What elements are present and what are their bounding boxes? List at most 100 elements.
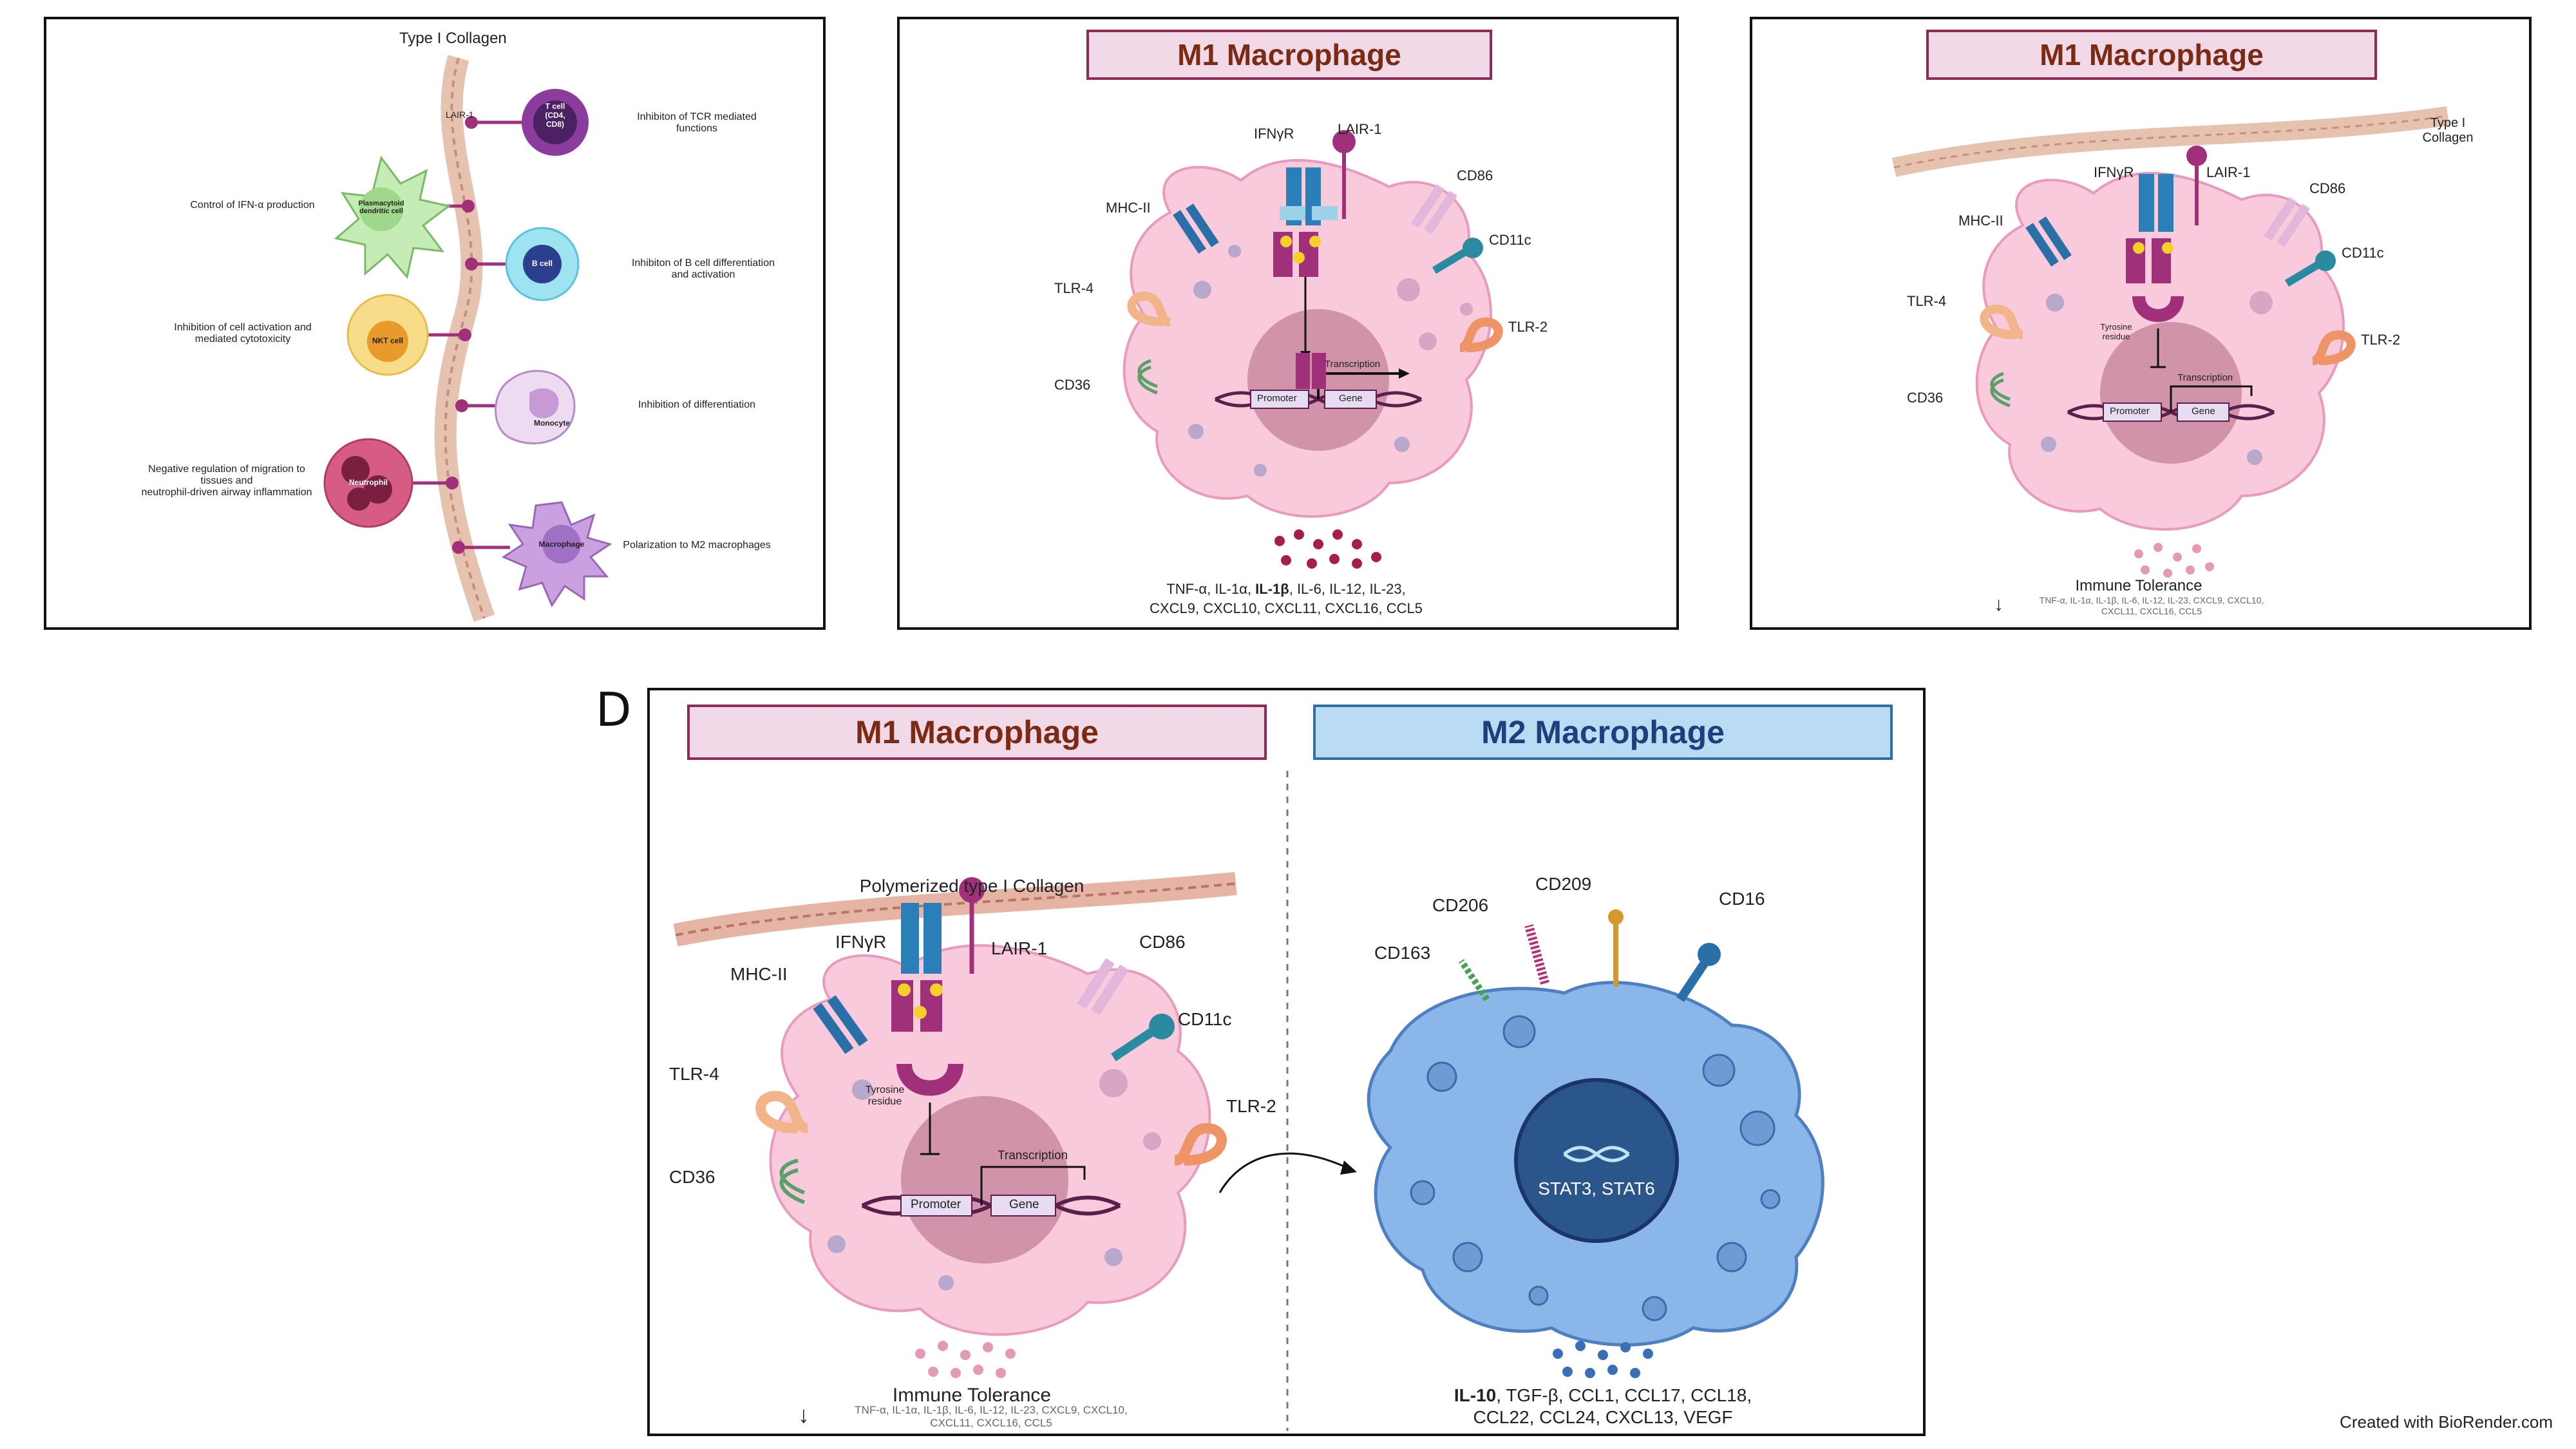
panel-a-title: Type I Collagen bbox=[399, 30, 507, 47]
cd11c-receptor bbox=[1432, 238, 1483, 274]
mhc2-receptor-d bbox=[813, 1003, 854, 1054]
tyrosine-label-c: Tyrosine residue bbox=[2100, 322, 2132, 341]
lair1-receptor bbox=[1332, 130, 1356, 153]
cd36-label-d: CD36 bbox=[669, 1167, 715, 1187]
reduced-cytokines-c: TNF-α, IL-1α, IL-1β, IL-6, IL-12, IL-23,… bbox=[1984, 595, 2319, 617]
m1-cytokines-b: TNF-α, IL-1α, IL-1β, IL-6, IL-12, IL-23,… bbox=[1061, 580, 1511, 618]
neutrophil-icon bbox=[323, 438, 459, 528]
cd206-label: CD206 bbox=[1432, 895, 1489, 915]
tlr4-receptor bbox=[1127, 291, 1171, 327]
cytokines-b-line2: CXCL9, CXCL10, CXCL11, CXCL16, CCL5 bbox=[1150, 600, 1423, 616]
lair1-label-c: LAIR-1 bbox=[2206, 164, 2251, 180]
m2-cytokines-bold: IL-10 bbox=[1454, 1385, 1497, 1405]
effect-pdc: Control of IFN-α production bbox=[190, 200, 315, 211]
promoter-label-c: Promoter bbox=[2110, 406, 2150, 417]
biorender-credit: Created with BioRender.com bbox=[2340, 1412, 2553, 1432]
reduced-c-line2: CXCL11, CXCL16, CCL5 bbox=[2101, 606, 2202, 616]
bcell-label: B cell bbox=[531, 259, 553, 268]
cytokines-b-line1: TNF-α, IL-1α, bbox=[1166, 581, 1256, 597]
collagen-label-c: Type I Collagen bbox=[2422, 116, 2474, 145]
cd36-label-c: CD36 bbox=[1907, 390, 1944, 406]
m1-cell-c bbox=[1891, 106, 2450, 578]
ifngr-label-b: IFNγR bbox=[1254, 126, 1294, 142]
promoter-label-b: Promoter bbox=[1257, 393, 1297, 404]
m2-cytokines-line1: , TGF-β, CCL1, CCL17, CCL18, bbox=[1496, 1385, 1752, 1405]
tlr4-label-d: TLR-4 bbox=[669, 1064, 719, 1084]
effect-nkt: Inhibition of cell activation and mediat… bbox=[174, 322, 312, 345]
cd16-receptor bbox=[1676, 958, 1710, 1002]
collagen-label-d: Polymerized type I Collagen bbox=[859, 876, 1084, 896]
tcell-label: T cell (CD4, CD8) bbox=[545, 102, 565, 129]
m2-cytokines-line2: CCL22, CCL24, CXCL13, VEGF bbox=[1473, 1407, 1733, 1427]
promoter-box bbox=[1250, 390, 1309, 409]
tlr4-receptor-d bbox=[755, 1090, 809, 1133]
effect-macrophage: Polarization to M2 macrophages bbox=[623, 540, 771, 551]
cd86-receptor bbox=[1411, 184, 1457, 234]
panel-c-title: M1 Macrophage bbox=[1926, 30, 2377, 80]
m2-cytokine-dots bbox=[1553, 1341, 1653, 1378]
reduced-c-line1: TNF-α, IL-1α, IL-1β, IL-6, IL-12, IL-23,… bbox=[2039, 595, 2264, 605]
effect-monocyte: Inhibition of differentiation bbox=[638, 399, 756, 410]
reduced-d-line2: CXCL11, CXCL16, CCL5 bbox=[930, 1417, 1052, 1429]
m1-nucleus-d bbox=[901, 1096, 1068, 1264]
panel-c: M1 Macrophage Type I Collagen IFNγR LAIR… bbox=[1750, 17, 2532, 630]
gene-label-d: Gene bbox=[1009, 1198, 1039, 1211]
reduced-d-line1: TNF-α, IL-1α, IL-1β, IL-6, IL-12, IL-23,… bbox=[855, 1404, 1128, 1416]
cd86-receptor-d bbox=[1077, 958, 1115, 1009]
panel-b-title: M1 Macrophage bbox=[1086, 30, 1492, 80]
transcription-label-d: Transcription bbox=[998, 1149, 1068, 1162]
cd11c-label-b: CD11c bbox=[1489, 232, 1531, 248]
mhc2-receptor bbox=[1173, 204, 1219, 254]
panel-b: M1 Macrophage bbox=[897, 17, 1679, 630]
tcell-icon bbox=[465, 89, 589, 156]
transcription-label-b: Transcription bbox=[1325, 359, 1381, 370]
panel-d: M1 Macrophage M2 Macrophage bbox=[647, 688, 1926, 1436]
cytokines-b-line1-rest: , IL-6, IL-12, IL-23, bbox=[1289, 581, 1406, 597]
m2-title-d: M2 Macrophage bbox=[1313, 705, 1893, 760]
gene-label-c: Gene bbox=[2192, 406, 2215, 417]
pdc-label: Plasmacytoid dendritic cell bbox=[358, 200, 404, 215]
cd16-label: CD16 bbox=[1719, 889, 1765, 909]
collagen-fiber-c bbox=[1891, 106, 2450, 177]
tlr2-receptor bbox=[1459, 317, 1503, 352]
lair1-label-a: LAIR-1 bbox=[446, 109, 474, 120]
tlr2-label-d: TLR-2 bbox=[1226, 1096, 1276, 1116]
panel-a: Type I Collagen LAIR-1 T cell (CD4, CD8)… bbox=[44, 17, 826, 630]
cd86-label-b: CD86 bbox=[1457, 167, 1493, 184]
cd86-label-d: CD86 bbox=[1139, 932, 1186, 952]
reduced-cytokine-dots bbox=[915, 1341, 1016, 1378]
effect-neutrophil: Negative regulation of migration to tiss… bbox=[141, 464, 312, 498]
monocyte-icon bbox=[455, 370, 576, 444]
mhc2-label-c: MHC-II bbox=[1958, 213, 2003, 229]
tlr2-label-b: TLR-2 bbox=[1508, 319, 1548, 335]
effect-tcell: Inhibiton of TCR mediated functions bbox=[637, 111, 757, 134]
cd36-receptor bbox=[1137, 359, 1158, 395]
mhc2-label-b: MHC-II bbox=[1106, 200, 1151, 216]
panel-d-diagram bbox=[673, 771, 1824, 1431]
tlr4-label-c: TLR-4 bbox=[1907, 293, 1947, 309]
ifngr-label-d: IFNγR bbox=[835, 932, 887, 952]
tolerance-label-d: Immune Tolerance bbox=[892, 1385, 1052, 1406]
m2-cytokines-d: IL-10, TGF-β, CCL1, CCL17, CCL18, CCL22,… bbox=[1378, 1385, 1828, 1428]
tlr2-receptor-d bbox=[1173, 1122, 1227, 1166]
neutrophil-label: Neutrophil bbox=[349, 478, 388, 487]
cd206-receptor bbox=[1524, 924, 1549, 985]
ifngr-receptor-d bbox=[901, 903, 919, 974]
down-arrow-d: ↓ bbox=[798, 1401, 810, 1428]
gene-label-b: Gene bbox=[1339, 393, 1363, 404]
tolerance-label-c: Immune Tolerance bbox=[2075, 577, 2202, 594]
reduced-cytokines-d: TNF-α, IL-1α, IL-1β, IL-6, IL-12, IL-23,… bbox=[817, 1404, 1165, 1430]
cd209-label: CD209 bbox=[1535, 874, 1592, 894]
tyrosine-residue-d bbox=[896, 1063, 963, 1096]
cd11c-label-d: CD11c bbox=[1178, 1009, 1232, 1029]
down-arrow-c: ↓ bbox=[1994, 594, 2003, 615]
cd163-label: CD163 bbox=[1374, 943, 1431, 963]
cd36-label-b: CD36 bbox=[1054, 377, 1091, 393]
m1-title-d: M1 Macrophage bbox=[687, 705, 1267, 760]
macrophage-icon bbox=[452, 501, 612, 608]
cd86-label-c: CD86 bbox=[2309, 180, 2346, 196]
tlr4-label-b: TLR-4 bbox=[1054, 280, 1094, 296]
tyrosine-label-d: Tyrosine residue bbox=[865, 1084, 905, 1107]
cytokines-b-bold: IL-1β bbox=[1255, 581, 1289, 597]
m2-nucleus-label: STAT3, STAT6 bbox=[1538, 1179, 1655, 1198]
